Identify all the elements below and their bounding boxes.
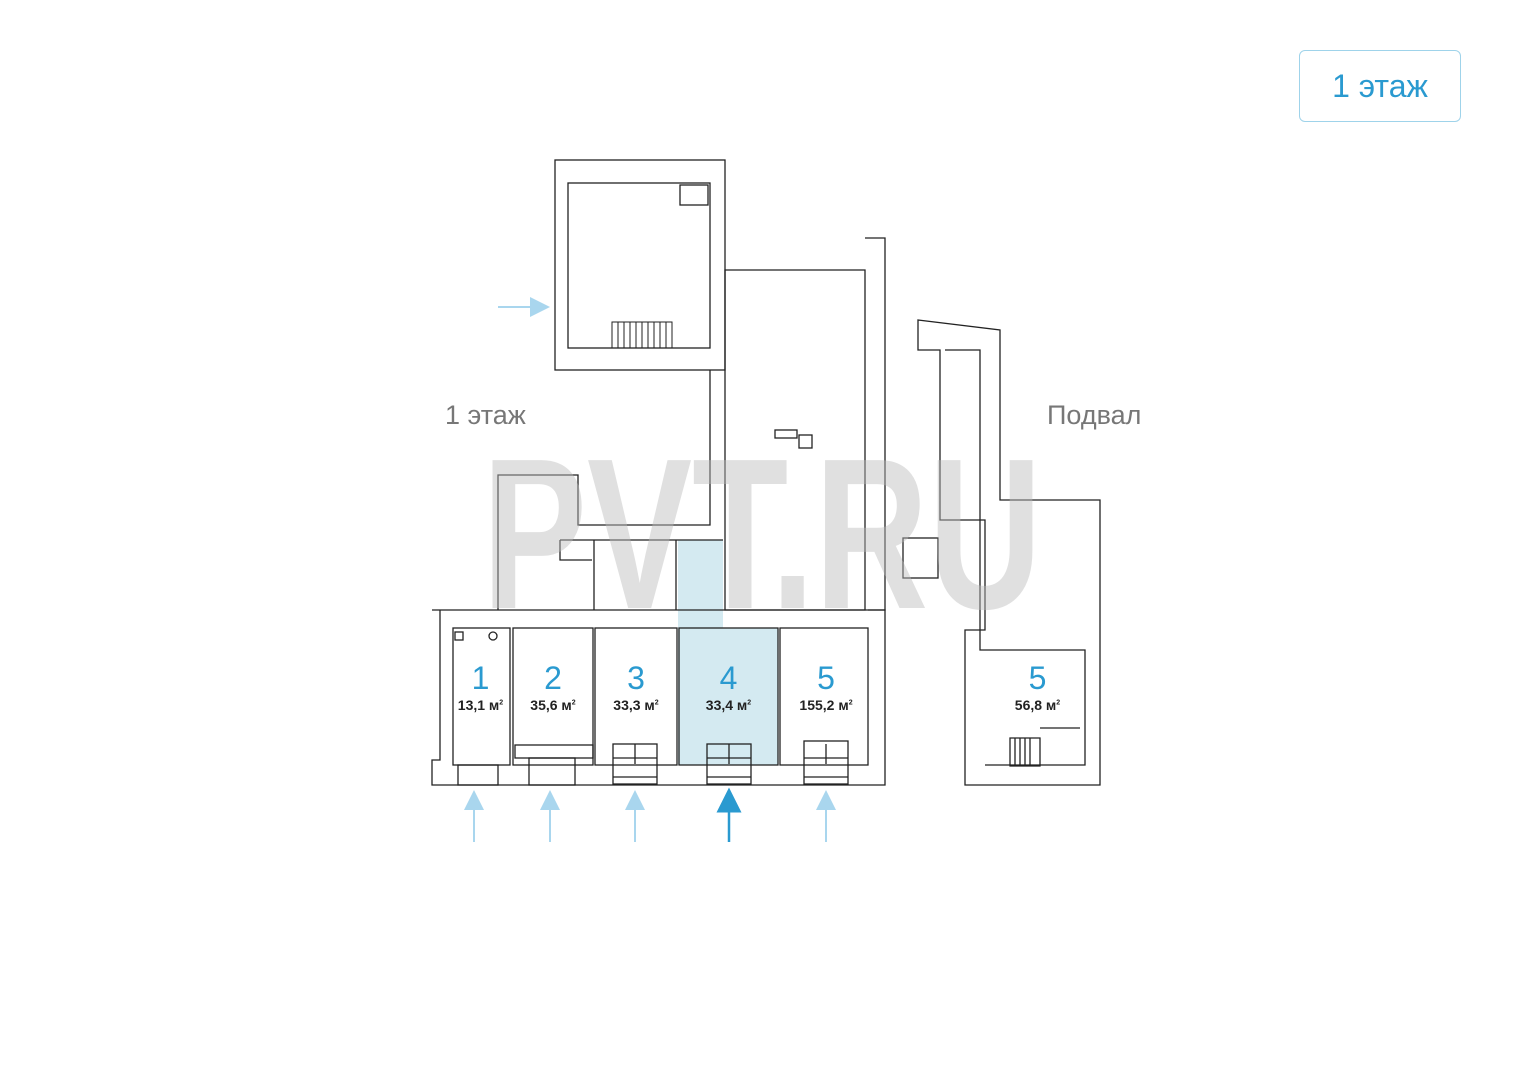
unit-area: 33,4 м2: [705, 697, 752, 713]
unit-number: 3: [627, 660, 645, 696]
walls: [431, 159, 1101, 786]
unit-area: 33,3 м2: [613, 697, 659, 713]
unit-4-highlight[interactable]: [678, 540, 778, 765]
unit-area: 13,1 м2: [457, 697, 504, 713]
unit-number: 2: [544, 660, 562, 696]
unit-area: 35,6 м2: [530, 697, 576, 713]
unit-number: 1: [471, 660, 490, 696]
unit-number: 5: [1028, 660, 1047, 696]
floor-selector-button[interactable]: 1 этаж: [1299, 50, 1461, 122]
unit-area: 155,2 м2: [799, 697, 853, 713]
section-label-first-floor: 1 этаж: [445, 400, 526, 430]
unit-number: 5: [817, 660, 835, 696]
unit-number: 4: [719, 660, 738, 696]
section-label-basement: Подвал: [1047, 400, 1142, 430]
watermark-logo: PVT.RU: [482, 413, 1042, 654]
unit-area: 56,8 м2: [1014, 697, 1061, 713]
